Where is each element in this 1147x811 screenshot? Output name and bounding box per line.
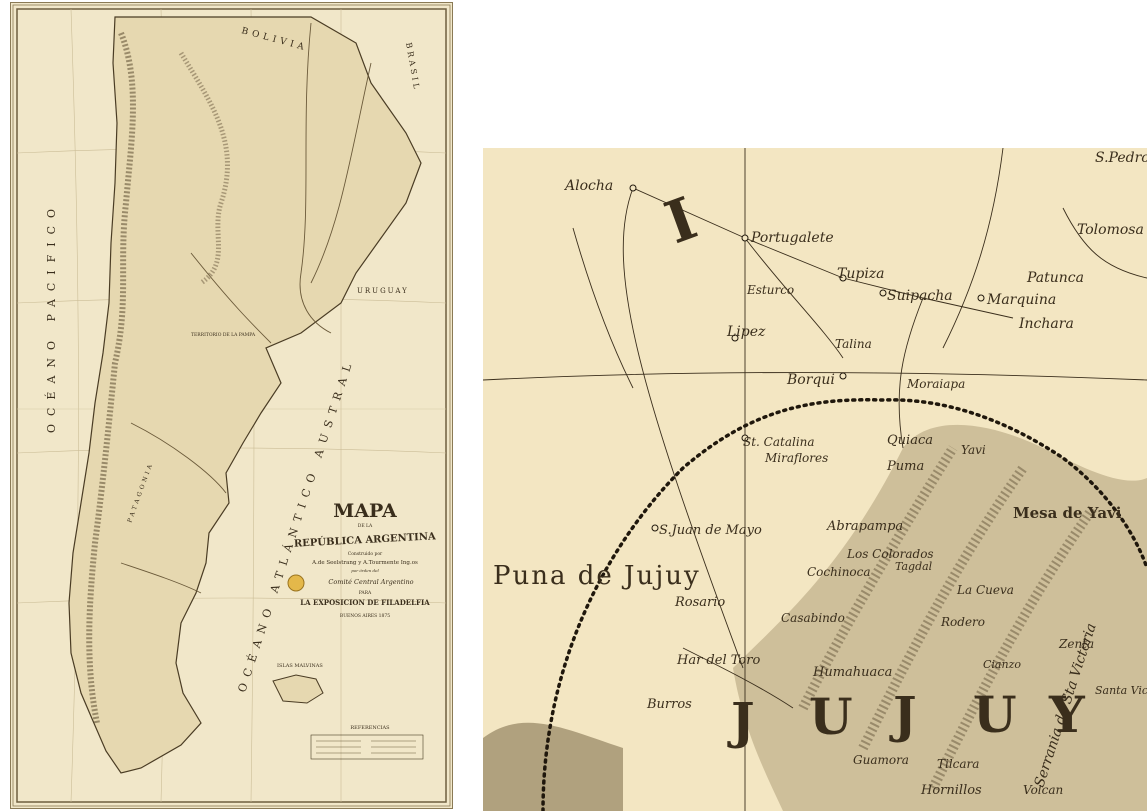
place-volcan: Volcan [1023,783,1063,797]
place-s-pedro: S.Pedro [1095,150,1147,166]
cartouche-exposition: LA EXPOSICION DE FILADELFIA [300,598,430,607]
place-tupiza: Tupiza [837,266,885,282]
argentina-landmass [68,16,422,774]
map-outer-frame [12,4,451,807]
province-letter-3: J [889,685,917,744]
rivers-and-roads [483,148,1147,811]
map-cartouche: MAPA DE LA REPÚBLICA ARGENTINA Construid… [287,500,437,619]
place-inchara: Inchara [1018,316,1074,332]
cartouche-by-order: por órden del [351,568,379,573]
place-labels: Alocha Portugalete Tupiza Suipacha Marqu… [563,150,1147,798]
overview-map[interactable]: ISLAS MALVINAS BOLIVIA BRASIL URUGUAY OC… [10,2,453,809]
cartouche-de-la: DE LA [358,523,373,529]
place-moraiapa: Moraiapa [906,377,965,391]
place-rodero: Rodero [940,615,985,629]
place-alocha: Alocha [563,178,613,194]
place-tolomosa: Tolomosa [1077,222,1144,238]
mesa-de-yavi-label: Mesa de Yavi [1013,504,1122,522]
border-dotted-line [541,398,1147,811]
place-burros: Burros [646,697,692,712]
place-casabindo: Casabindo [781,611,845,625]
place-zenta: Zenta [1058,637,1094,651]
malvinas-islands [272,674,324,704]
place-lipez: Lipez [726,324,766,340]
province-letter-2: U [809,687,853,746]
roman-numeral-label: I [657,184,706,257]
cartouche-para: PARA [359,590,372,596]
place-hornillos: Hornillos [920,783,982,798]
sw-relief [483,722,623,811]
place-borqui: Borqui [786,372,835,388]
place-markers [629,184,985,532]
province-label-jujuy: J U J U Y [727,685,1086,750]
place-s-juan-de-mayo: S.Juan de Mayo [659,523,762,538]
references-legend: REFERENCIAS [310,725,424,760]
place-tilcara: Tilcara [937,757,979,771]
place-marquina: Marquina [986,292,1056,308]
place-guamora: Guamora [853,753,909,767]
cartouche-authors: A.de Seelstrang y A.Tourmente Ing.os [311,560,418,566]
uruguay-label: URUGUAY [357,287,409,295]
place-puma: Puma [886,459,924,474]
oceano-pacifico-label: OCÉANO PACIFICO [44,201,58,433]
committee-seal [287,574,305,592]
brasil-label: BRASIL [404,42,421,92]
place-talina: Talina [835,337,872,351]
islas-malvinas-label: ISLAS MALVINAS [277,663,323,669]
province-letter-1: J [727,691,755,750]
northern-ranges [178,51,230,286]
province-letter-4: U [973,685,1017,744]
overview-map-canvas: ISLAS MALVINAS BOLIVIA BRASIL URUGUAY OC… [12,4,451,807]
cartouche-built-by: Construido por [348,551,383,557]
cartouche-committee: Comité Central Argentino [328,578,413,586]
place-cochinoca: Cochinoca [807,565,871,579]
place-portugalete: Portugalete [750,230,834,246]
place-miraflores: Miraflores [764,451,828,465]
place-esturco: Esturco [746,283,794,297]
place-cianzo: Cianzo [983,658,1021,671]
pampa-label: TERRITORIO DE LA PAMPA [191,332,256,338]
place-suipacha: Suipacha [887,288,953,304]
detail-map-canvas: Alocha Portugalete Tupiza Suipacha Marqu… [483,148,1147,811]
place-quiaca: Quiaca [887,433,933,448]
map-frame [16,8,447,803]
rivers [120,22,372,594]
place-st-catalina: St. Catalina [743,435,815,449]
detail-map-jujuy[interactable]: Alocha Portugalete Tupiza Suipacha Marqu… [483,148,1147,811]
place-har-del-toro: Har del Toro [676,653,760,668]
place-yavi: Yavi [961,443,986,457]
references-title: REFERENCIAS [350,725,390,731]
cartouche-city-year: BUENOS AIRES 1875 [340,613,390,619]
cartouche-republic: REPÚBLICA ARGENTINA [294,530,437,549]
place-los-colorados: Los Colorados [846,547,934,561]
relief-mountains [733,424,1147,811]
place-tagdal: Tagdal [895,560,933,573]
place-humahuaca: Humahuaca [812,665,892,680]
andes-relief [86,31,136,724]
place-la-cueva: La Cueva [956,583,1014,597]
place-rosario: Rosario [674,595,725,610]
cartouche-title: MAPA [333,500,397,522]
place-patunca: Patunca [1026,270,1084,286]
region-label-puna-de-jujuy: Puna de Jujuy [493,561,701,591]
province-letter-5: Y [1048,685,1086,744]
place-abrapampa: Abrapampa [826,519,903,534]
place-santa-victoria: Santa Victoria [1095,684,1147,697]
ridge-hachures [798,445,1098,791]
